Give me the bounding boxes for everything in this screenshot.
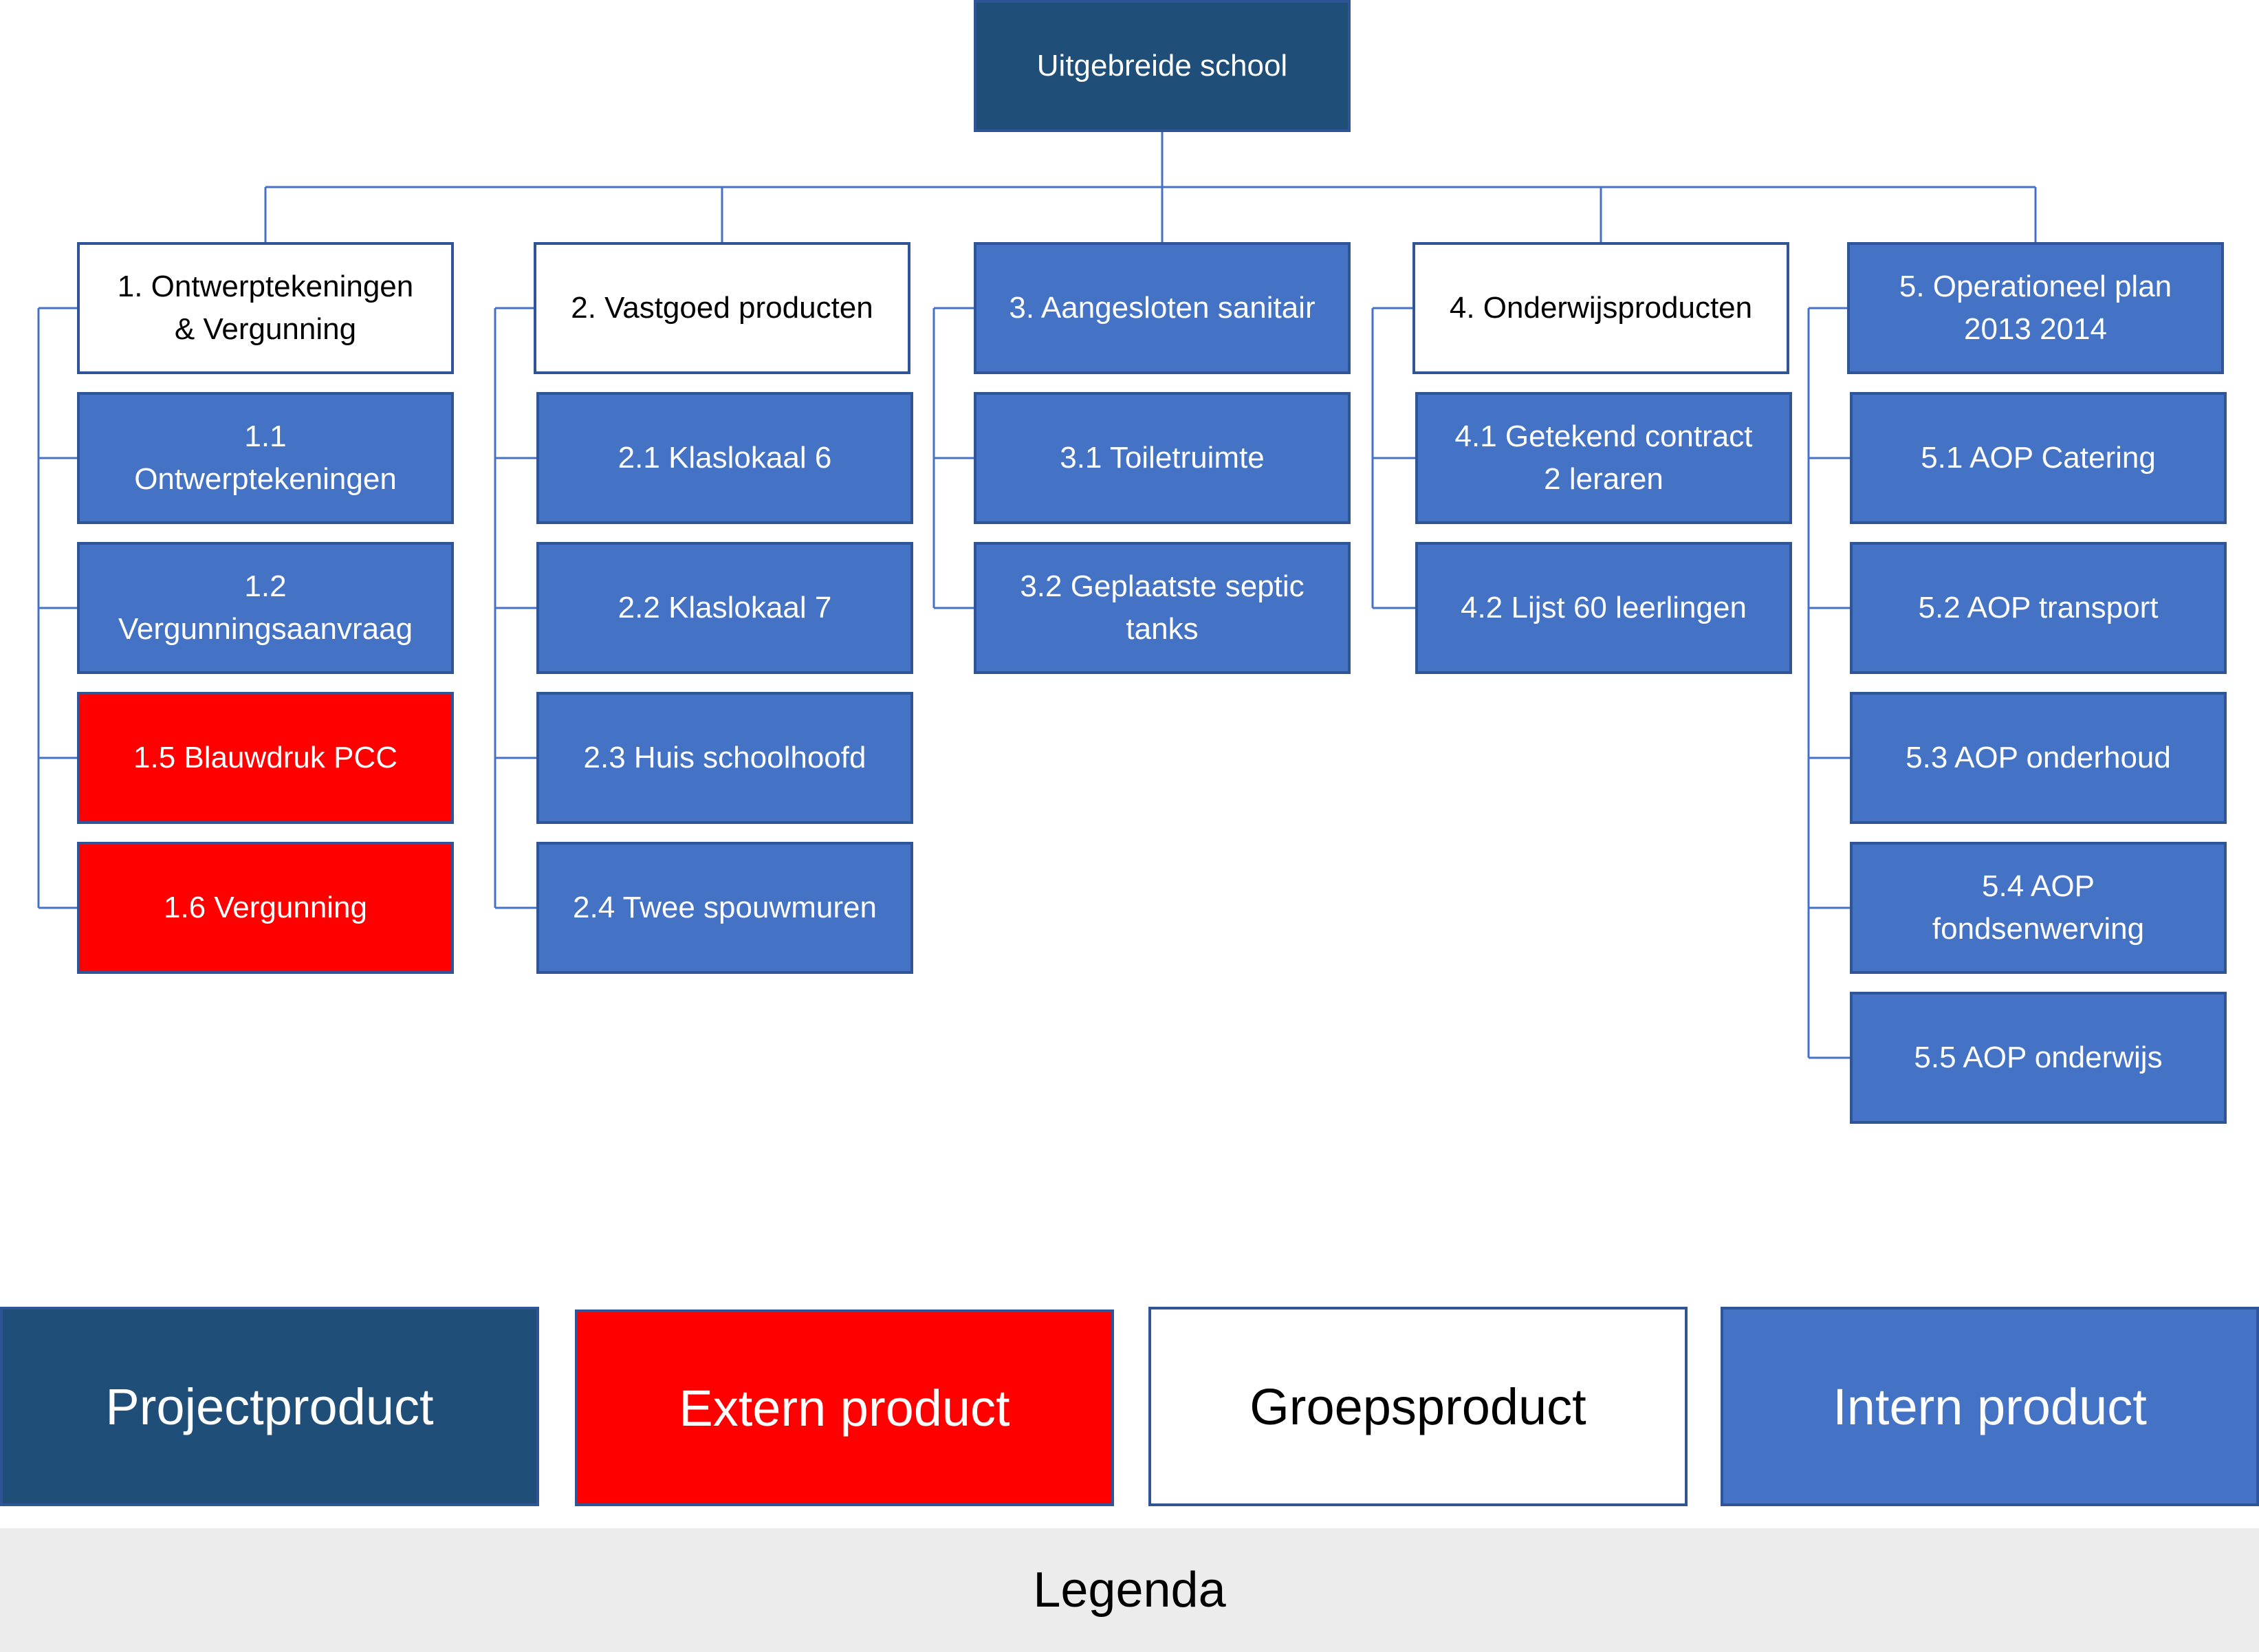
node-5-5-aop-onderwijs-label: 5.5 AOP onderwijs [1914,1041,2163,1074]
node-2-1-klaslokaal-6: 2.1 Klaslokaal 6 [536,392,913,524]
group-1-1-ontwerptekeningen-vergunning: 1. Ontwerptekeningen & Vergunning [77,242,454,374]
node-1-5-blauwdruk-pcc: 1.5 Blauwdruk PCC [77,692,454,824]
node-5-2-aop-transport-label: 5.2 AOP transport [1918,591,2159,624]
node-2-4-twee-spouwmuren: 2.4 Twee spouwmuren [536,842,913,974]
node-1-1-ontwerptekeningen: 1.1 Ontwerptekeningen [77,392,454,524]
node-1-2-vergunningsaanvraag-label: 1.2 Vergunningsaanvraag [118,569,413,646]
node-4-1-getekend-contract-2-leraren: 4.1 Getekend contract 2 leraren [1415,392,1792,524]
node-2-3-huis-schoolhoofd: 2.3 Huis schoolhoofd [536,692,913,824]
legend-extern-product: Extern product [575,1309,1114,1506]
node-4-1-getekend-contract-2-leraren-label: 4.1 Getekend contract 2 leraren [1454,420,1753,496]
node-3-1-toiletruimte: 3.1 Toiletruimte [974,392,1351,524]
group-1-1-ontwerptekeningen-vergunning-label: 1. Ontwerptekeningen & Vergunning [117,270,414,346]
group-3-3-aangesloten-sanitair: 3. Aangesloten sanitair [974,242,1351,374]
node-5-3-aop-onderhoud-label: 5.3 AOP onderhoud [1906,741,2171,774]
node-5-1-aop-catering: 5.1 AOP Catering [1850,392,2227,524]
node-2-3-huis-schoolhoofd-label: 2.3 Huis schoolhoofd [583,741,866,774]
group-4-4-onderwijsproducten: 4. Onderwijsproducten [1412,242,1789,374]
group-2-2-vastgoed-producten: 2. Vastgoed producten [534,242,910,374]
node-2-2-klaslokaal-7: 2.2 Klaslokaal 7 [536,542,913,674]
node-5-2-aop-transport: 5.2 AOP transport [1850,542,2227,674]
node-1-1-ontwerptekeningen-label: 1.1 Ontwerptekeningen [134,420,397,496]
group-2-2-vastgoed-producten-label: 2. Vastgoed producten [571,291,873,325]
node-1-6-vergunning-label: 1.6 Vergunning [163,891,368,924]
group-3-3-aangesloten-sanitair-label: 3. Aangesloten sanitair [1009,291,1316,325]
node-5-4-aop-fondsenwerving-label: 5.4 AOP fondsenwerving [1932,869,2145,946]
root-node: Uitgebreide school [974,0,1351,132]
legend-intern-product-label: Intern product [1833,1378,2147,1435]
legend-projectproduct: Projectproduct [0,1307,539,1506]
node-5-4-aop-fondsenwerving: 5.4 AOP fondsenwerving [1850,842,2227,974]
node-4-2-lijst-60-leerlingen-label: 4.2 Lijst 60 leerlingen [1461,591,1747,624]
node-2-4-twee-spouwmuren-label: 2.4 Twee spouwmuren [573,891,877,924]
node-5-3-aop-onderhoud: 5.3 AOP onderhoud [1850,692,2227,824]
group-4-4-onderwijsproducten-label: 4. Onderwijsproducten [1449,291,1753,325]
node-1-6-vergunning: 1.6 Vergunning [77,842,454,974]
legend-title: Legenda [1033,1563,1226,1618]
group-5-5-operationeel-plan-2013-2014: 5. Operationeel plan 2013 2014 [1847,242,2224,374]
legend-groepsproduct-label: Groepsproduct [1249,1378,1586,1435]
legend-projectproduct-label: Projectproduct [105,1378,434,1435]
node-2-1-klaslokaal-6-label: 2.1 Klaslokaal 6 [618,441,832,475]
node-5-1-aop-catering-label: 5.1 AOP Catering [1921,441,2156,475]
node-3-2-geplaatste-septic-tanks: 3.2 Geplaatste septic tanks [974,542,1351,674]
node-5-5-aop-onderwijs: 5.5 AOP onderwijs [1850,992,2227,1124]
node-3-2-geplaatste-septic-tanks-label: 3.2 Geplaatste septic tanks [1020,569,1305,646]
root-node-label: Uitgebreide school [1036,49,1288,83]
node-4-2-lijst-60-leerlingen: 4.2 Lijst 60 leerlingen [1415,542,1792,674]
legend-groepsproduct: Groepsproduct [1148,1307,1688,1506]
node-3-1-toiletruimte-label: 3.1 Toiletruimte [1060,441,1265,475]
node-1-5-blauwdruk-pcc-label: 1.5 Blauwdruk PCC [133,741,397,774]
node-1-2-vergunningsaanvraag: 1.2 Vergunningsaanvraag [77,542,454,674]
node-2-2-klaslokaal-7-label: 2.2 Klaslokaal 7 [618,591,832,624]
legend-intern-product: Intern product [1721,1307,2259,1506]
legend-title-bar: Legenda [0,1528,2259,1652]
legend-extern-product-label: Extern product [679,1379,1010,1437]
group-5-5-operationeel-plan-2013-2014-label: 5. Operationeel plan 2013 2014 [1899,270,2172,346]
